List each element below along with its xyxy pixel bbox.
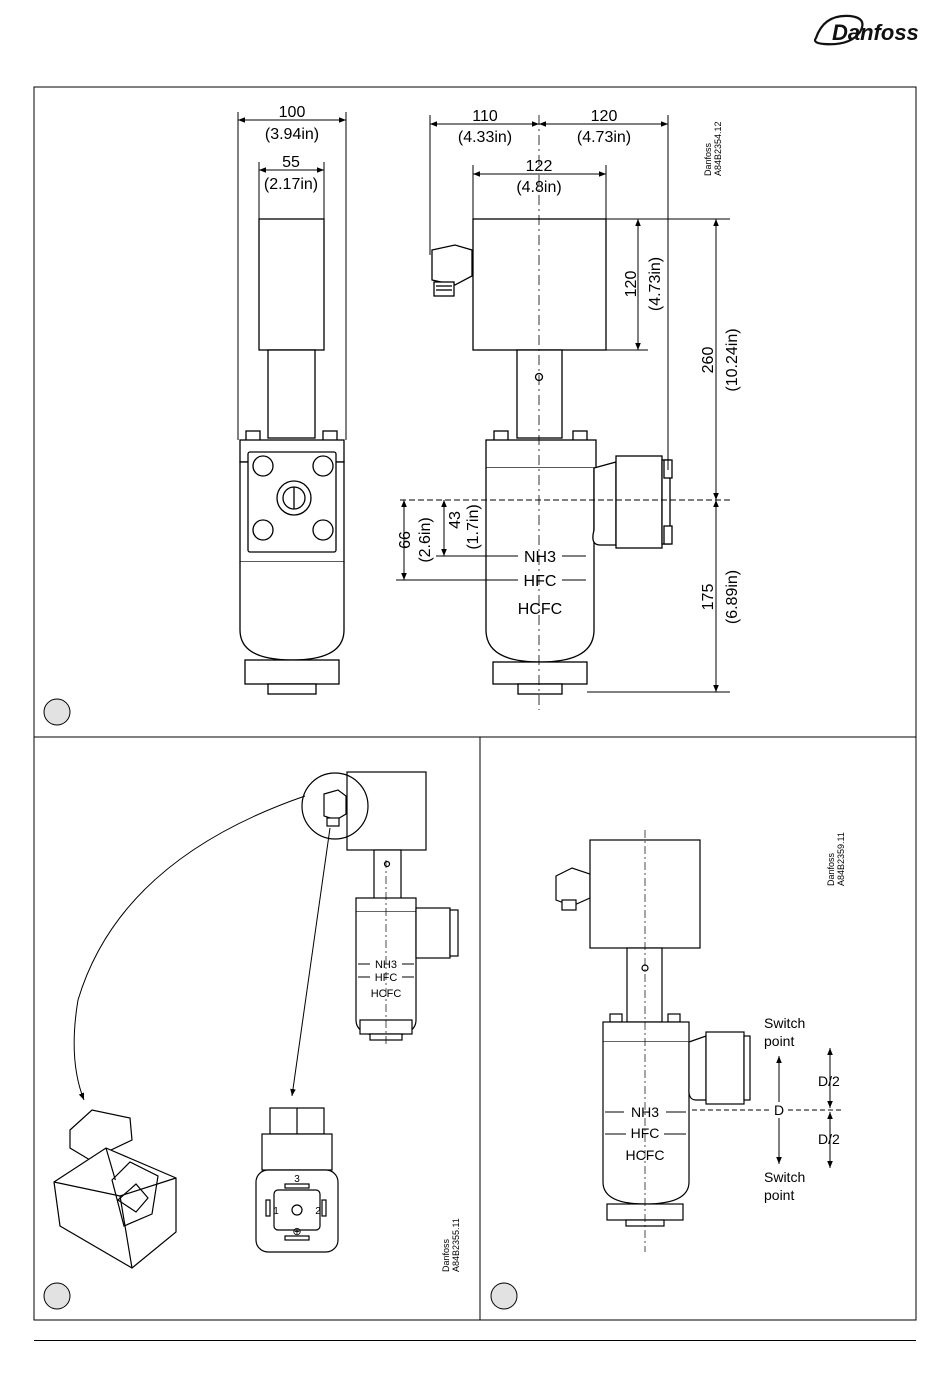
dim-nh3: 43 (447, 511, 464, 529)
fig3-label-nh3: NH3 (631, 1104, 659, 1120)
footer-rule (34, 1340, 916, 1341)
dim-left-in: (4.33in) (458, 129, 512, 146)
dim-coil-in: (2.17in) (264, 176, 318, 193)
dim-coil-h: 120 (623, 271, 640, 298)
fig2-label-hfc: HFC (375, 972, 398, 984)
fig3-ref-code: A84B2359.11 (836, 832, 846, 886)
dim-coil-h-in: (4.73in) (647, 257, 664, 311)
dim-upper: 260 (700, 347, 717, 374)
fig1-side-view (240, 219, 344, 694)
d2-bottom-label: D/2 (818, 1131, 840, 1147)
fig2-label-hcfc: HCFC (371, 988, 402, 1000)
dim-upper-in: (10.24in) (724, 328, 741, 391)
d-label: D (774, 1102, 784, 1118)
fig1-ref-code: A84B2354.12 (713, 121, 723, 176)
dim-coil-w-in: (4.8in) (516, 179, 561, 196)
fig3-label-hfc: HFC (631, 1125, 660, 1141)
dim-right-in: (4.73in) (577, 129, 631, 146)
switch-point-top-2: point (764, 1033, 794, 1049)
dim-hfc: 66 (397, 531, 414, 549)
pin-3: 3 (294, 1174, 300, 1185)
fig2-arrow-left (74, 796, 305, 1100)
figure-1-marker (44, 699, 70, 725)
label-hcfc: HCFC (518, 601, 562, 618)
fig3-ref-company: Danfoss (826, 852, 836, 886)
fig2-label-nh3: NH3 (375, 959, 397, 971)
pin-earth-icon: ⊕ (292, 1226, 301, 1238)
fig3-label-hcfc: HCFC (626, 1147, 665, 1163)
fig3-valve (556, 840, 750, 1226)
dim-width: 100 (279, 104, 306, 121)
dim-right: 120 (591, 108, 618, 125)
figure-2-marker (44, 1283, 70, 1309)
switch-point-bottom-1: Switch (764, 1169, 805, 1185)
dim-left: 110 (472, 108, 498, 125)
label-nh3: NH3 (524, 549, 556, 566)
dim-coil-w: 122 (526, 158, 553, 175)
pin-1: 1 (273, 1206, 279, 1217)
label-hfc: HFC (524, 573, 557, 590)
fig2-arrow-right (292, 828, 330, 1096)
d2-top-label: D/2 (818, 1073, 840, 1089)
fig2-ref-code: A84B2355.11 (451, 1218, 461, 1272)
switch-point-top-1: Switch (764, 1015, 805, 1031)
dim-hfc-in: (2.6in) (417, 517, 434, 562)
dim-nh3-in: (1.7in) (465, 504, 482, 549)
figure-3-marker (491, 1283, 517, 1309)
dim-lower: 175 (700, 584, 717, 611)
pin-2: 2 (315, 1206, 321, 1217)
fig2-connector-3d (54, 1110, 176, 1268)
fig2-ref-company: Danfoss (441, 1238, 451, 1272)
fig1-ref-company: Danfoss (703, 142, 713, 176)
dim-coil: 55 (282, 154, 300, 171)
dim-width-in: (3.94in) (265, 126, 319, 143)
dim-lower-in: (6.89in) (724, 570, 741, 624)
switch-point-bottom-2: point (764, 1187, 794, 1203)
